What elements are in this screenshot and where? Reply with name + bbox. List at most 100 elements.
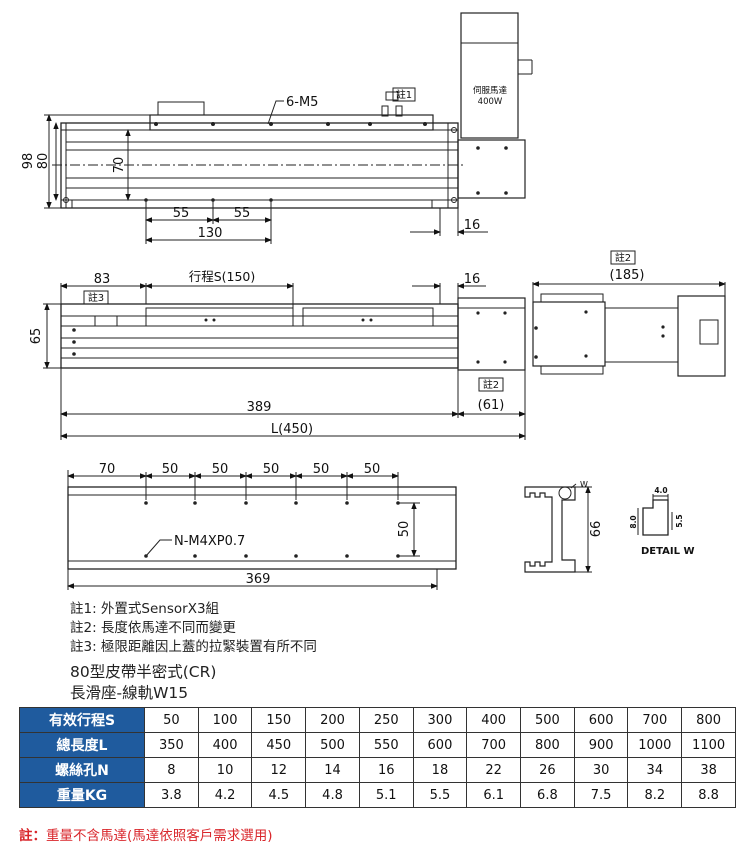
bottom-dim-369: 369 [246,572,271,587]
bottom-holes-label: N-M4XP0.7 [174,534,245,549]
bottom-dim-50-3: 50 [263,462,280,477]
spec-cell: 1000 [627,732,683,758]
spec-cell: 700 [627,707,683,733]
bottom-dim-50-4: 50 [313,462,330,477]
mechanical-drawing: 98 80 70 55 55 130 16 6-M5 註1 伺服馬達 400W [21,12,726,590]
bottom-dim-70: 70 [99,462,116,477]
spec-header-weight: 重量KG [19,782,145,808]
spec-cell: 450 [251,732,307,758]
motor-dim-185: (185) [610,268,645,283]
top-dim-70: 70 [112,157,127,174]
spec-cell: 12 [251,757,307,783]
note-1: 註1: 外置式SensorX3組 [70,601,220,617]
spec-cell: 800 [681,707,736,733]
bottom-dim-50-1: 50 [162,462,179,477]
spec-row-holes: 螺絲孔N 8 10 12 14 16 18 22 26 30 34 38 [19,757,736,783]
bottom-dim-50-vertical: 50 [397,521,412,538]
spec-cell: 1100 [681,732,736,758]
motor-note2-box [610,250,636,265]
motor-note2-tag: 註2 [615,252,631,264]
spec-cell: 4.2 [197,782,253,808]
side-note2-box [478,377,504,392]
top-view-holes [63,122,508,203]
model-type: 80型皮帶半密式(CR) [70,663,217,681]
note-3: 註3: 極限距離因上蓋的拉緊裝置有所不同 [70,639,317,655]
spec-cell: 8.8 [681,782,736,808]
spec-table-body: 有效行程S 50 100 150 200 250 300 400 500 600… [19,707,736,808]
spec-cell: 6.1 [466,782,522,808]
spec-cell: 6.8 [520,782,575,808]
spec-cell: 550 [358,732,414,758]
spec-cell: 700 [466,732,522,758]
spec-row-length: 總長度L 350 400 450 500 550 600 700 800 900… [19,732,736,758]
profile-w-mark: W [580,480,588,489]
spec-cell: 5.5 [412,782,468,808]
motor-label-1: 伺服馬達 [473,85,508,96]
top-dim-80: 80 [36,153,51,170]
side-dim-389: 389 [247,400,272,415]
motor-view [532,281,726,377]
spec-cell: 14 [305,757,360,783]
spec-cell: 400 [197,732,253,758]
spec-cell: 100 [197,707,253,733]
spec-cell: 800 [520,732,575,758]
side-dim-16: 16 [464,272,481,287]
spec-cell: 38 [681,757,736,783]
spec-cell: 5.1 [358,782,414,808]
spec-cell: 400 [466,707,522,733]
side-note3-box [83,290,109,305]
notes-block: 註1: 外置式SensorX3組 註2: 長度依馬達不同而變更 註3: 極限距離… [70,600,317,657]
spec-cell: 500 [305,732,360,758]
footnote: 註：重量不含馬達(馬達依照客戶需求選用) [19,824,273,844]
top-dim-16: 16 [464,218,481,233]
top-note1-box [392,87,416,102]
top-dim-98: 98 [21,153,36,170]
spec-header-stroke: 有效行程S [19,707,145,733]
spec-cell: 900 [573,732,629,758]
side-stroke-label: 行程S(150) [189,269,256,284]
spec-cell: 150 [251,707,307,733]
spec-cell: 4.8 [305,782,360,808]
detail-dim-5: 5.5 [675,514,684,527]
footnote-prefix: 註： [19,828,46,844]
side-view-dots [72,311,507,364]
spec-header-length: 總長度L [19,732,145,758]
spec-cell: 4.5 [251,782,307,808]
top-note1-tag: 註1 [396,89,412,101]
bottom-dim-50-2: 50 [212,462,229,477]
side-note3-tag: 註3 [88,292,104,304]
top-holes-label: 6-M5 [286,95,318,110]
detail-dim-8: 8.0 [629,515,638,528]
motor-view-dots [534,310,665,359]
spec-cell: 10 [197,757,253,783]
spec-cell: 8.2 [627,782,683,808]
spec-cell: 50 [144,707,199,733]
side-dim-83: 83 [94,272,111,287]
motor-label-2: 400W [478,97,503,107]
spec-cell: 26 [520,757,575,783]
spec-cell: 30 [573,757,629,783]
bottom-view [67,470,457,590]
spec-cell: 7.5 [573,782,629,808]
spec-row-weight: 重量KG 3.8 4.2 4.5 4.8 5.1 5.5 6.1 6.8 7.5… [19,782,736,808]
spec-cell: 16 [358,757,414,783]
spec-header-holes: 螺絲孔N [19,757,145,783]
side-dim-61: (61) [478,398,505,413]
side-dim-65: 65 [29,328,44,345]
detail-title: DETAIL W [641,546,695,557]
footnote-text: 重量不含馬達(馬達依照客戶需求選用) [46,828,273,844]
profile-dim-66: 66 [589,521,604,538]
model-description: 80型皮帶半密式(CR) 長滑座-線軌W15 [70,662,216,704]
spec-cell: 8 [144,757,199,783]
side-note2-tag: 註2 [483,379,499,391]
spec-cell: 18 [412,757,468,783]
spec-row-stroke: 有效行程S 50 100 150 200 250 300 400 500 600… [19,707,736,733]
bottom-view-holes [144,501,400,558]
model-variant: 長滑座-線軌W15 [70,684,189,702]
spec-cell: 600 [573,707,629,733]
top-view [44,12,533,244]
detail-dim-4: 4.0 [654,486,667,495]
spec-cell: 600 [412,732,468,758]
spec-cell: 200 [305,707,360,733]
spec-table: 有效行程S 50 100 150 200 250 300 400 500 600… [19,707,736,808]
